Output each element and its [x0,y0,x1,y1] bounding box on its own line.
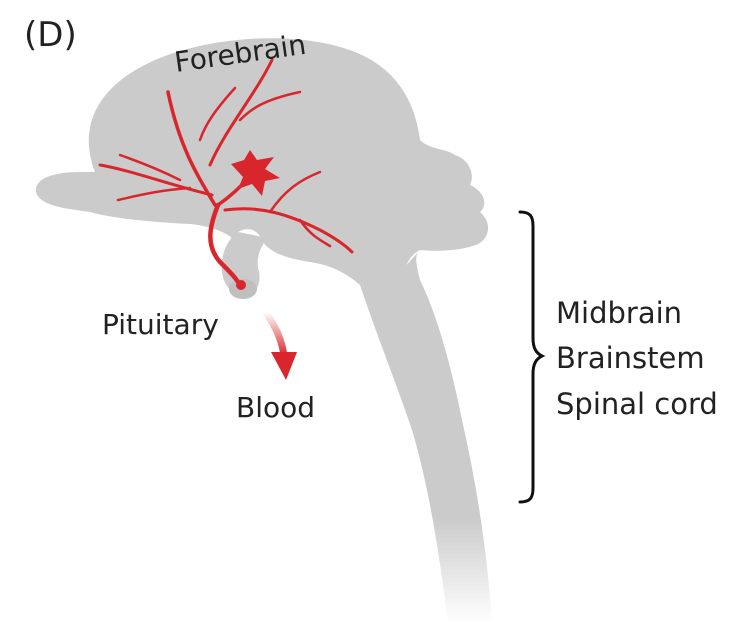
spinal-cord-shape [360,250,492,623]
region-bracket [520,212,542,502]
panel-label: (D) [24,15,77,55]
axon-terminal [236,280,246,290]
blood-label: Blood [236,391,315,424]
pituitary-label: Pituitary [102,308,219,341]
brainstem-label: Brainstem [556,341,705,375]
midbrain-label: Midbrain [556,296,682,330]
spinal-cord-label: Spinal cord [556,387,718,421]
blood-arrow [266,312,297,380]
